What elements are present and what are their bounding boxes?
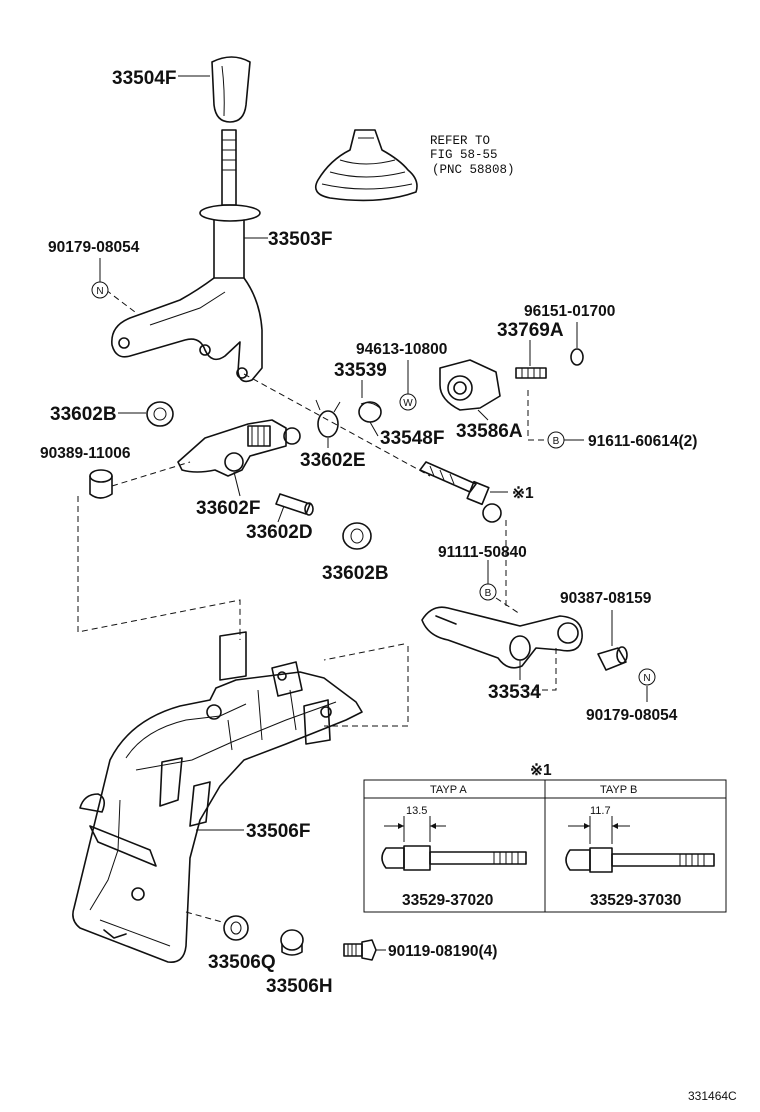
marker-n-right [638, 668, 656, 686]
label-33602b-bottom: 33602B [322, 563, 389, 584]
shift-knob [211, 56, 251, 123]
marker-n-right-text: N [643, 673, 650, 684]
selector-33586a [439, 359, 501, 411]
collar-33506h [280, 929, 304, 956]
marker-b-mid-text: B [485, 588, 492, 599]
leader-91611 [527, 390, 548, 441]
label-33602b-top: 33602B [50, 404, 117, 425]
label-33506q: 33506Q [208, 952, 276, 973]
label-type-b: TAYP B [600, 784, 637, 796]
marker-n-top [91, 281, 109, 299]
label-33586a: 33586A [456, 421, 523, 442]
marker-b-mid [479, 583, 497, 601]
pin-33602d [275, 493, 314, 516]
nut-90389 [89, 469, 113, 499]
label-33529-37030: 33529-37030 [590, 892, 681, 909]
lever-plate-33534 [421, 606, 583, 669]
label-90179-right: 90179-08054 [586, 707, 678, 724]
label-33602d: 33602D [246, 522, 313, 543]
label-90119: 90119-08190(4) [388, 943, 497, 960]
label-91611: 91611-60614(2) [588, 433, 697, 450]
label-91111: 91111-50840 [438, 544, 527, 561]
label-type-a: TAYP A [430, 784, 467, 796]
bushing-33539 [358, 401, 382, 423]
label-94613: 94613-10800 [356, 341, 447, 358]
label-33503f: 33503F [268, 229, 332, 250]
dashed-loop-right [323, 643, 409, 727]
bushing-33602b-bottom [342, 522, 372, 550]
label-dim-b: 11.7 [590, 805, 611, 817]
marker-w-text: W [403, 398, 413, 409]
shift-rod [419, 461, 502, 523]
collar-33506q [223, 915, 249, 941]
label-33769a: 33769A [497, 320, 564, 341]
spring-33769a [515, 367, 547, 379]
marker-b-right-text: B [553, 436, 560, 447]
label-90389: 90389-11006 [40, 445, 131, 462]
bolt-90119 [343, 939, 377, 961]
label-refer-2: FIG 58-55 [430, 148, 498, 162]
label-refer-3: (PNC 58808) [432, 163, 515, 177]
selector-housing-33602f [177, 419, 301, 477]
label-33602e: 33602E [300, 450, 366, 471]
bracket-33506f [72, 631, 363, 963]
label-33529-37020: 33529-37020 [402, 892, 493, 909]
label-33602f: 33602F [196, 498, 260, 519]
label-33506h: 33506H [266, 976, 333, 997]
leader-shaft [243, 373, 431, 477]
marker-w [399, 393, 417, 411]
label-33506f: 33506F [246, 821, 310, 842]
dashed-loop-left [77, 496, 241, 640]
label-drawing-number: 331464C [688, 1089, 737, 1103]
shift-boot [314, 129, 418, 202]
marker-n-top-text: N [96, 286, 103, 297]
clip-96151 [570, 348, 584, 366]
label-33539: 33539 [334, 360, 387, 381]
label-table-star: ※1 [530, 762, 552, 779]
bushing-33602b-top [146, 401, 174, 427]
label-33548f: 33548F [380, 428, 444, 449]
label-96151: 96151-01700 [524, 303, 615, 320]
label-refer-1: REFER TO [430, 134, 490, 148]
label-90179-top: 90179-08054 [48, 239, 140, 256]
label-star-1: ※1 [512, 485, 534, 502]
type-table [363, 779, 727, 913]
label-33534: 33534 [488, 682, 541, 703]
snap-ring-33602e [315, 399, 341, 438]
label-dim-a: 13.5 [406, 805, 427, 817]
label-33504f: 33504F [112, 68, 176, 89]
label-90387: 90387-08159 [560, 590, 652, 607]
shift-lever [111, 129, 263, 383]
leader-nut-top [105, 289, 136, 313]
bushing-90387 [597, 646, 628, 671]
